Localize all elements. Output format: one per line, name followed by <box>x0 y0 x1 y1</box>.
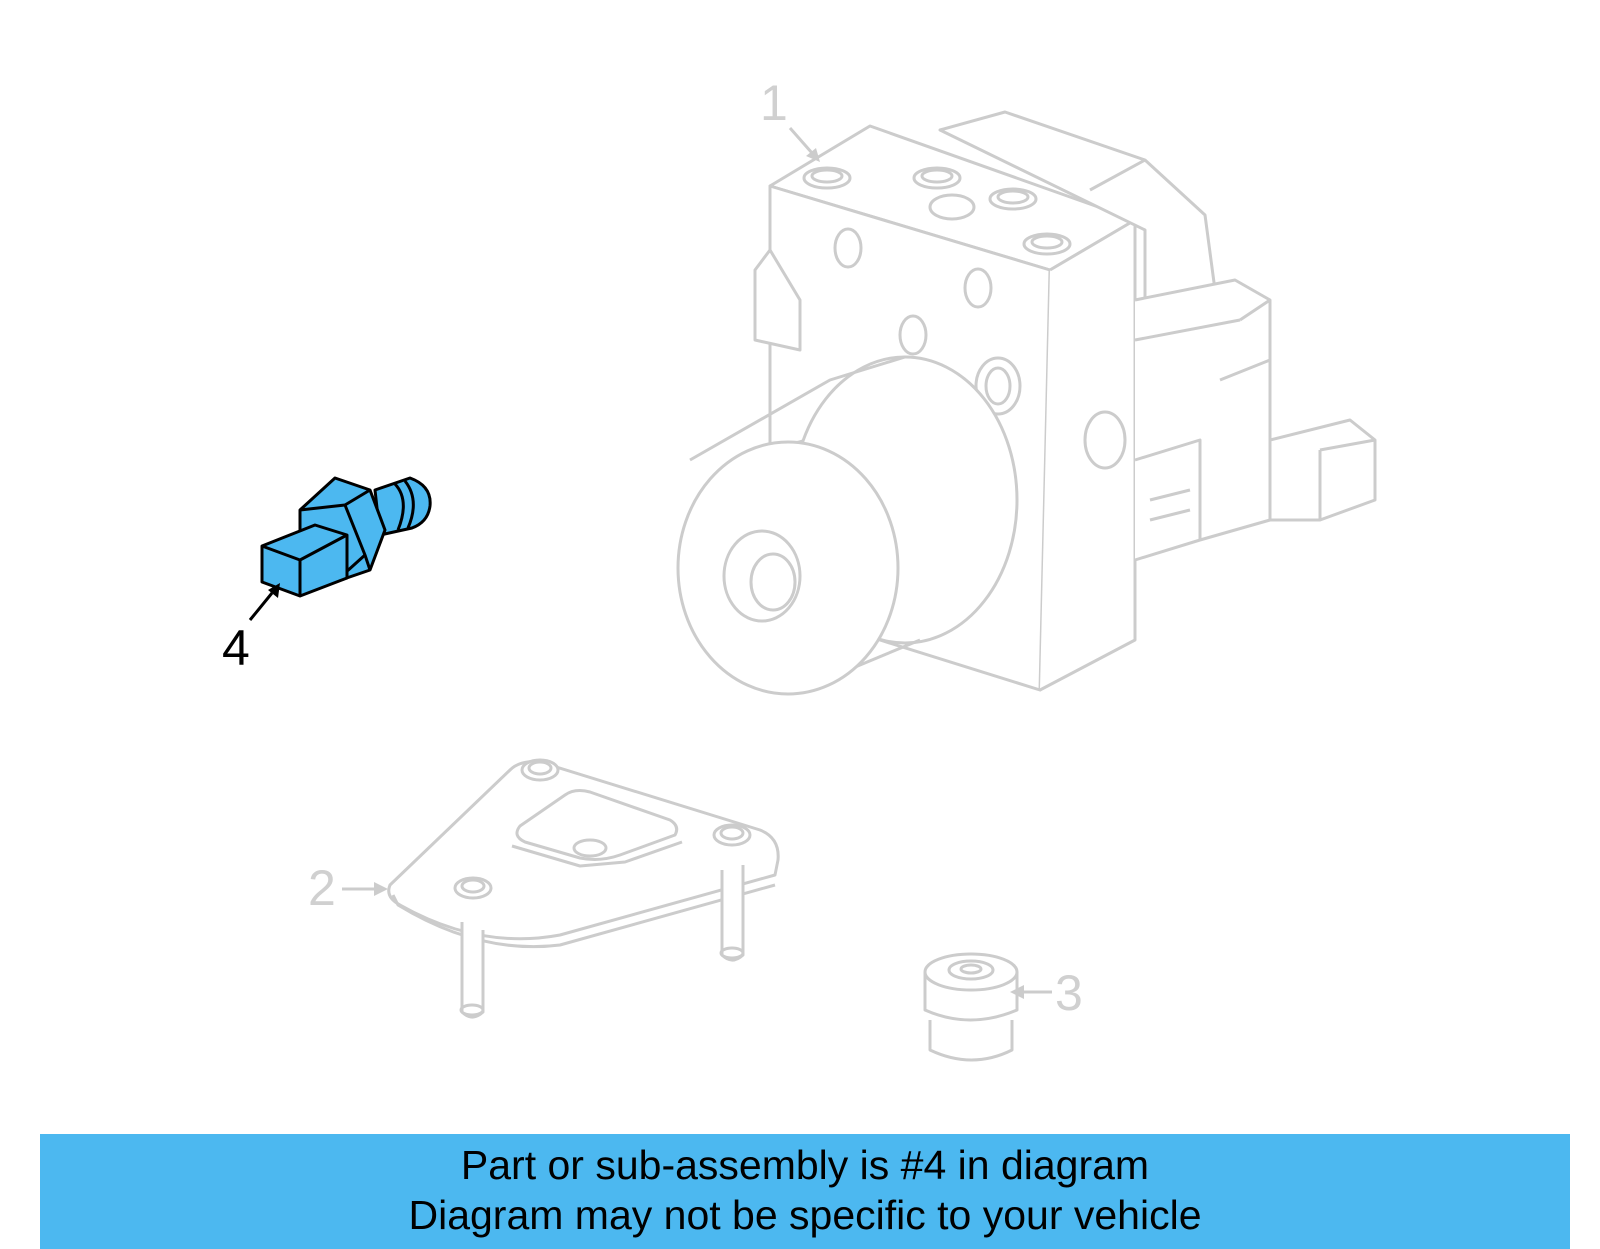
callout-2: 2 <box>308 860 336 916</box>
callout-leaders <box>248 127 1052 999</box>
rubber-grommet <box>923 952 1019 1062</box>
abs-hydraulic-unit <box>676 110 1377 696</box>
callout-3: 3 <box>1055 965 1083 1021</box>
mounting-bracket <box>387 758 780 1019</box>
callout-1: 1 <box>760 75 788 131</box>
callout-4: 4 <box>222 620 250 676</box>
diagram-note-banner: Part or sub-assembly is #4 in diagram Di… <box>40 1134 1570 1249</box>
banner-line-1: Part or sub-assembly is #4 in diagram <box>460 1142 1150 1188</box>
highlighted-sensor-part-4[interactable] <box>260 476 432 598</box>
banner-line-2: Diagram may not be specific to your vehi… <box>408 1192 1202 1238</box>
